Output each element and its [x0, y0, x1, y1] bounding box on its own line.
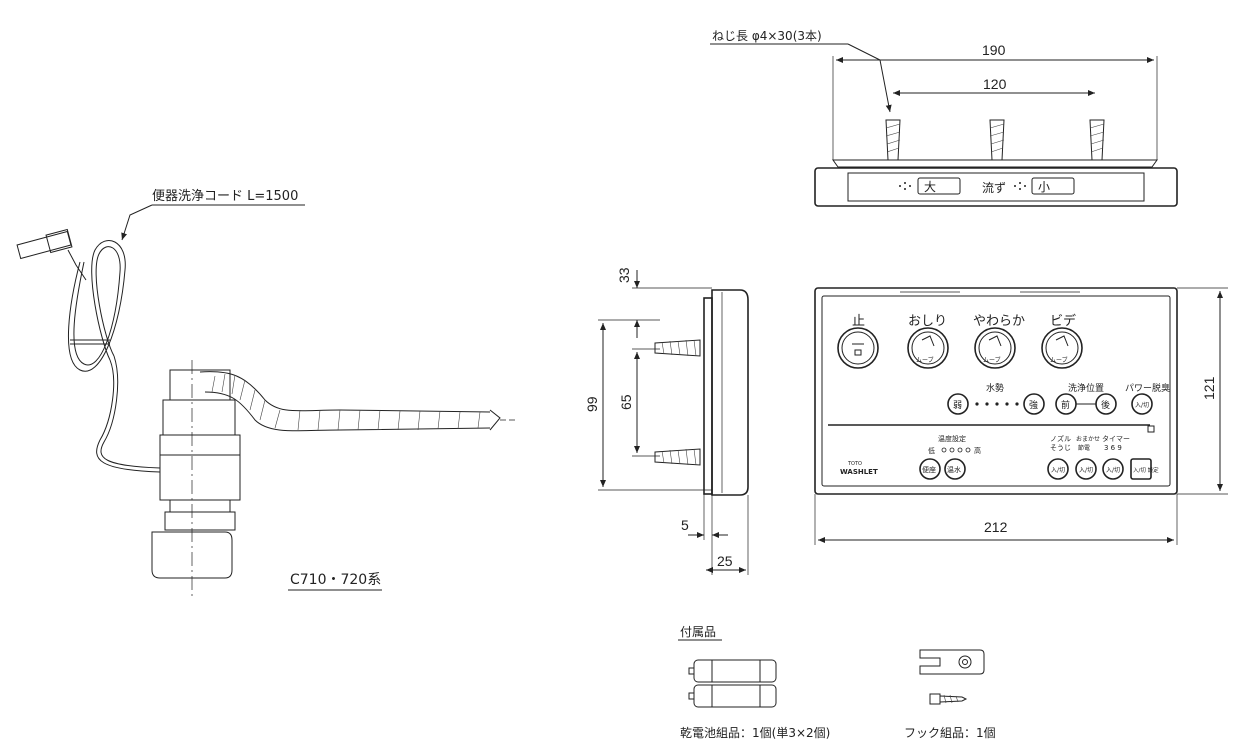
- nozzle-onoff-label: 入/切: [1051, 467, 1065, 474]
- dim-121: 121: [1201, 376, 1217, 400]
- setting-button[interactable]: 入/切 設定: [1130, 458, 1159, 480]
- timer-values: 3 6 9: [1104, 444, 1122, 452]
- weak-button[interactable]: 弱: [947, 393, 969, 415]
- bidet-mu-label: ムーブ: [1050, 356, 1068, 364]
- timer-label: タイマー: [1102, 434, 1130, 443]
- top-flush-label: 流ず: [982, 181, 1006, 195]
- flush-actuator-drawing: 便器洗浄コード L=1500: [16, 189, 515, 600]
- temp-high-label: 高: [974, 446, 981, 455]
- top-small-label: 小: [1038, 180, 1050, 194]
- stop-button[interactable]: [837, 327, 879, 369]
- strong-button[interactable]: 強: [1023, 393, 1045, 415]
- yawaraka-button[interactable]: ムーブ: [974, 327, 1016, 369]
- temp-low-label: 低: [928, 446, 935, 455]
- battery-icon: [688, 659, 777, 708]
- seat-label: 便座: [922, 465, 936, 474]
- water-force-label: 水勢: [986, 382, 1004, 394]
- deodor-onoff-button[interactable]: 入/切: [1131, 393, 1153, 415]
- oshiri-label: おしり: [908, 314, 947, 329]
- water-temp-button[interactable]: 温水: [944, 458, 966, 480]
- eco-label: 節電: [1078, 444, 1090, 452]
- top-big-label: 大: [924, 180, 936, 194]
- hook-icon: [919, 649, 985, 675]
- dim-5: 5: [681, 517, 689, 533]
- battery-label: 乾電池組品：1個(単3×2個): [680, 726, 830, 740]
- wash-pos-label: 洗浄位置: [1068, 382, 1104, 394]
- accessories-label: 付属品: [680, 625, 716, 639]
- temp-setting-label: 温度設定: [938, 434, 966, 443]
- dim-65: 65: [618, 394, 634, 410]
- cleaning-label: そうじ: [1050, 444, 1071, 452]
- back-label: 後: [1101, 399, 1110, 411]
- oshiri-button[interactable]: ムーブ: [907, 327, 949, 369]
- timer-onoff-label: 入/切: [1106, 467, 1120, 474]
- side-view: 33 99 65 5 25: [584, 267, 749, 575]
- nozzle-label: ノズル: [1050, 434, 1071, 443]
- bidet-label: ビデ: [1050, 313, 1076, 329]
- weak-label: 弱: [953, 400, 962, 411]
- back-button[interactable]: 後: [1095, 393, 1117, 415]
- front-button[interactable]: 前: [1055, 393, 1077, 415]
- brand-logo: WASHLET: [840, 468, 878, 476]
- seat-temp-button[interactable]: 便座: [919, 458, 941, 480]
- strong-label: 強: [1029, 399, 1038, 411]
- eco-onoff-button[interactable]: 入/切: [1075, 458, 1097, 480]
- dim-25: 25: [717, 553, 733, 569]
- yawaraka-mu-label: ムーブ: [983, 356, 1001, 364]
- timer-onoff-button[interactable]: 入/切: [1102, 458, 1124, 480]
- front-label: 前: [1061, 399, 1070, 411]
- dim-120: 120: [983, 76, 1007, 92]
- power-deodor-label: パワー脱臭: [1125, 382, 1170, 394]
- accessories: 付属品 乾電池組品：1個(単3×2個) フック組品：1個: [678, 625, 996, 740]
- brand-small: TOTO: [847, 461, 862, 467]
- stop-label: 止: [852, 314, 865, 329]
- dim-33: 33: [616, 267, 632, 283]
- cord-label: 便器洗浄コード L=1500: [152, 189, 298, 204]
- nozzle-onoff-button[interactable]: 入/切: [1047, 458, 1069, 480]
- actuator-body: [151, 360, 241, 600]
- coiled-cord: [67, 240, 161, 473]
- omakase-label: おまかせ: [1076, 436, 1100, 443]
- cord-plug: [16, 228, 87, 281]
- screw-icon: [929, 693, 968, 705]
- bidet-button[interactable]: ムーブ: [1041, 327, 1083, 369]
- warm-water-label: 温水: [947, 465, 961, 474]
- model-label: C710・720系: [290, 572, 381, 588]
- front-view: 212 121 止 おしり ムーブ やわらか ムーブ ビデ: [814, 287, 1228, 545]
- dim-99: 99: [584, 396, 600, 412]
- screw-label: ねじ長 φ4×30(3本): [712, 29, 822, 43]
- flex-arm: [199, 371, 515, 432]
- yawaraka-label: やわらか: [973, 314, 1025, 329]
- dim-212: 212: [984, 519, 1008, 535]
- dim-190: 190: [982, 42, 1006, 58]
- deodor-onoff-label: 入/切: [1135, 402, 1149, 409]
- top-screws: [885, 119, 1105, 161]
- top-view: ねじ長 φ4×30(3本) 190 120 大 流ず 小: [710, 29, 1178, 207]
- setting-label: 入/切 設定: [1133, 466, 1159, 474]
- oshiri-mu-label: ムーブ: [916, 356, 934, 364]
- eco-onoff-label: 入/切: [1079, 467, 1093, 474]
- hook-label: フック組品：1個: [904, 726, 996, 740]
